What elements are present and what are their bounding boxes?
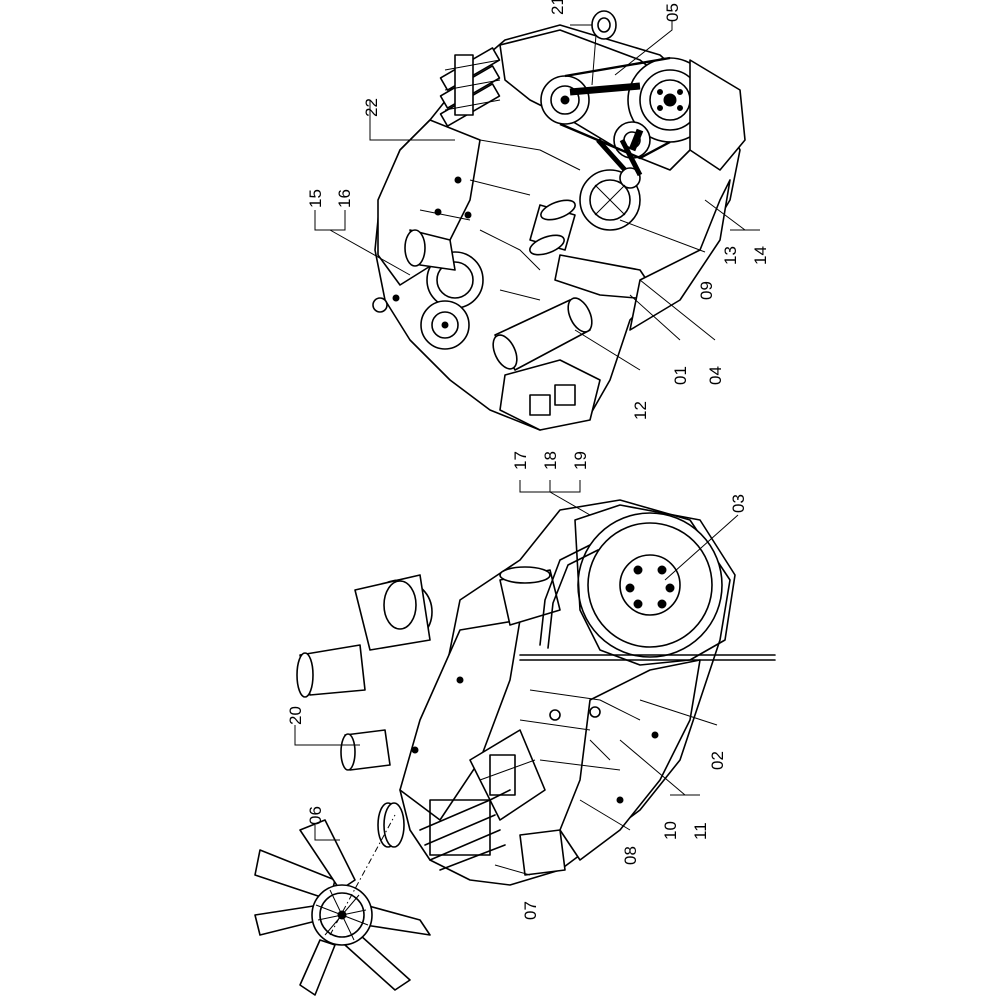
fan-blade-6	[254, 904, 321, 936]
upper-turbocharger	[420, 251, 484, 350]
lower-engine-assembly	[296, 499, 776, 886]
upper-flywheel-housing	[499, 359, 601, 431]
upper-oil-filter	[529, 199, 576, 256]
fan-blade-4	[344, 934, 411, 991]
callout-16: 16	[335, 189, 354, 208]
upper-idler-pulley	[613, 121, 651, 159]
callout-22: 22	[362, 98, 381, 117]
fan-blade-5	[299, 939, 336, 996]
callout-10: 10	[661, 821, 680, 840]
callout-11: 11	[691, 822, 710, 840]
callout-13: 13	[721, 246, 740, 265]
lower-turbocharger	[354, 574, 433, 651]
lower-valve-cover	[399, 619, 521, 821]
callout-03: 03	[729, 494, 748, 513]
callout-14: 14	[751, 246, 770, 265]
lower-flywheel	[577, 512, 723, 658]
fan-center	[337, 910, 347, 920]
lower-coolant-pipe	[539, 544, 599, 649]
lower-dipstick	[519, 654, 776, 661]
callout-08: 08	[621, 846, 640, 865]
lower-side-cover	[519, 829, 566, 876]
upper-detail-lines	[372, 139, 581, 313]
upper-alternator	[579, 167, 641, 231]
lower-exhaust-pipe	[340, 729, 391, 771]
callout-07: 07	[521, 901, 540, 920]
callout-labels: 21 05 22 15 16 13 14 09 01 04 12 17 18 1…	[286, 0, 770, 920]
upper-injector-rail	[439, 47, 501, 127]
callout-18: 18	[541, 451, 560, 470]
callout-05: 05	[663, 3, 682, 22]
upper-drive-belt	[559, 56, 671, 160]
upper-exhaust-elbow	[404, 229, 456, 271]
fan-blade-3	[364, 904, 431, 936]
callout-12: 12	[631, 401, 650, 420]
callout-15: 15	[306, 189, 325, 208]
callout-02: 02	[708, 751, 727, 770]
fan-axis-line	[329, 814, 396, 936]
cooling-fan	[254, 819, 431, 996]
lower-detail-lines	[411, 676, 659, 804]
lower-flywheel-housing	[574, 504, 736, 666]
callout-01: 01	[671, 366, 690, 385]
upper-water-pump-pulley	[540, 75, 590, 125]
lower-crank-pulley	[377, 802, 405, 848]
callout-21: 21	[548, 0, 567, 15]
lower-intake-elbow	[296, 644, 366, 698]
upper-engine-assembly	[372, 24, 746, 431]
callout-20: 20	[286, 706, 305, 725]
upper-intake-pipe	[554, 254, 661, 301]
callout-04: 04	[706, 366, 725, 385]
upper-mount-bracket	[689, 59, 746, 171]
upper-alternator-belt	[596, 138, 643, 177]
upper-starter-motor	[492, 297, 593, 371]
leader-lines	[294, 10, 760, 876]
callout-17: 17	[511, 451, 530, 470]
fan-blade-2	[299, 819, 356, 891]
lower-fuel-filter	[499, 566, 561, 626]
callout-19: 19	[571, 451, 590, 470]
lower-fuel-lines	[419, 789, 511, 871]
callout-09: 09	[697, 281, 716, 300]
callout-06: 06	[306, 806, 325, 825]
